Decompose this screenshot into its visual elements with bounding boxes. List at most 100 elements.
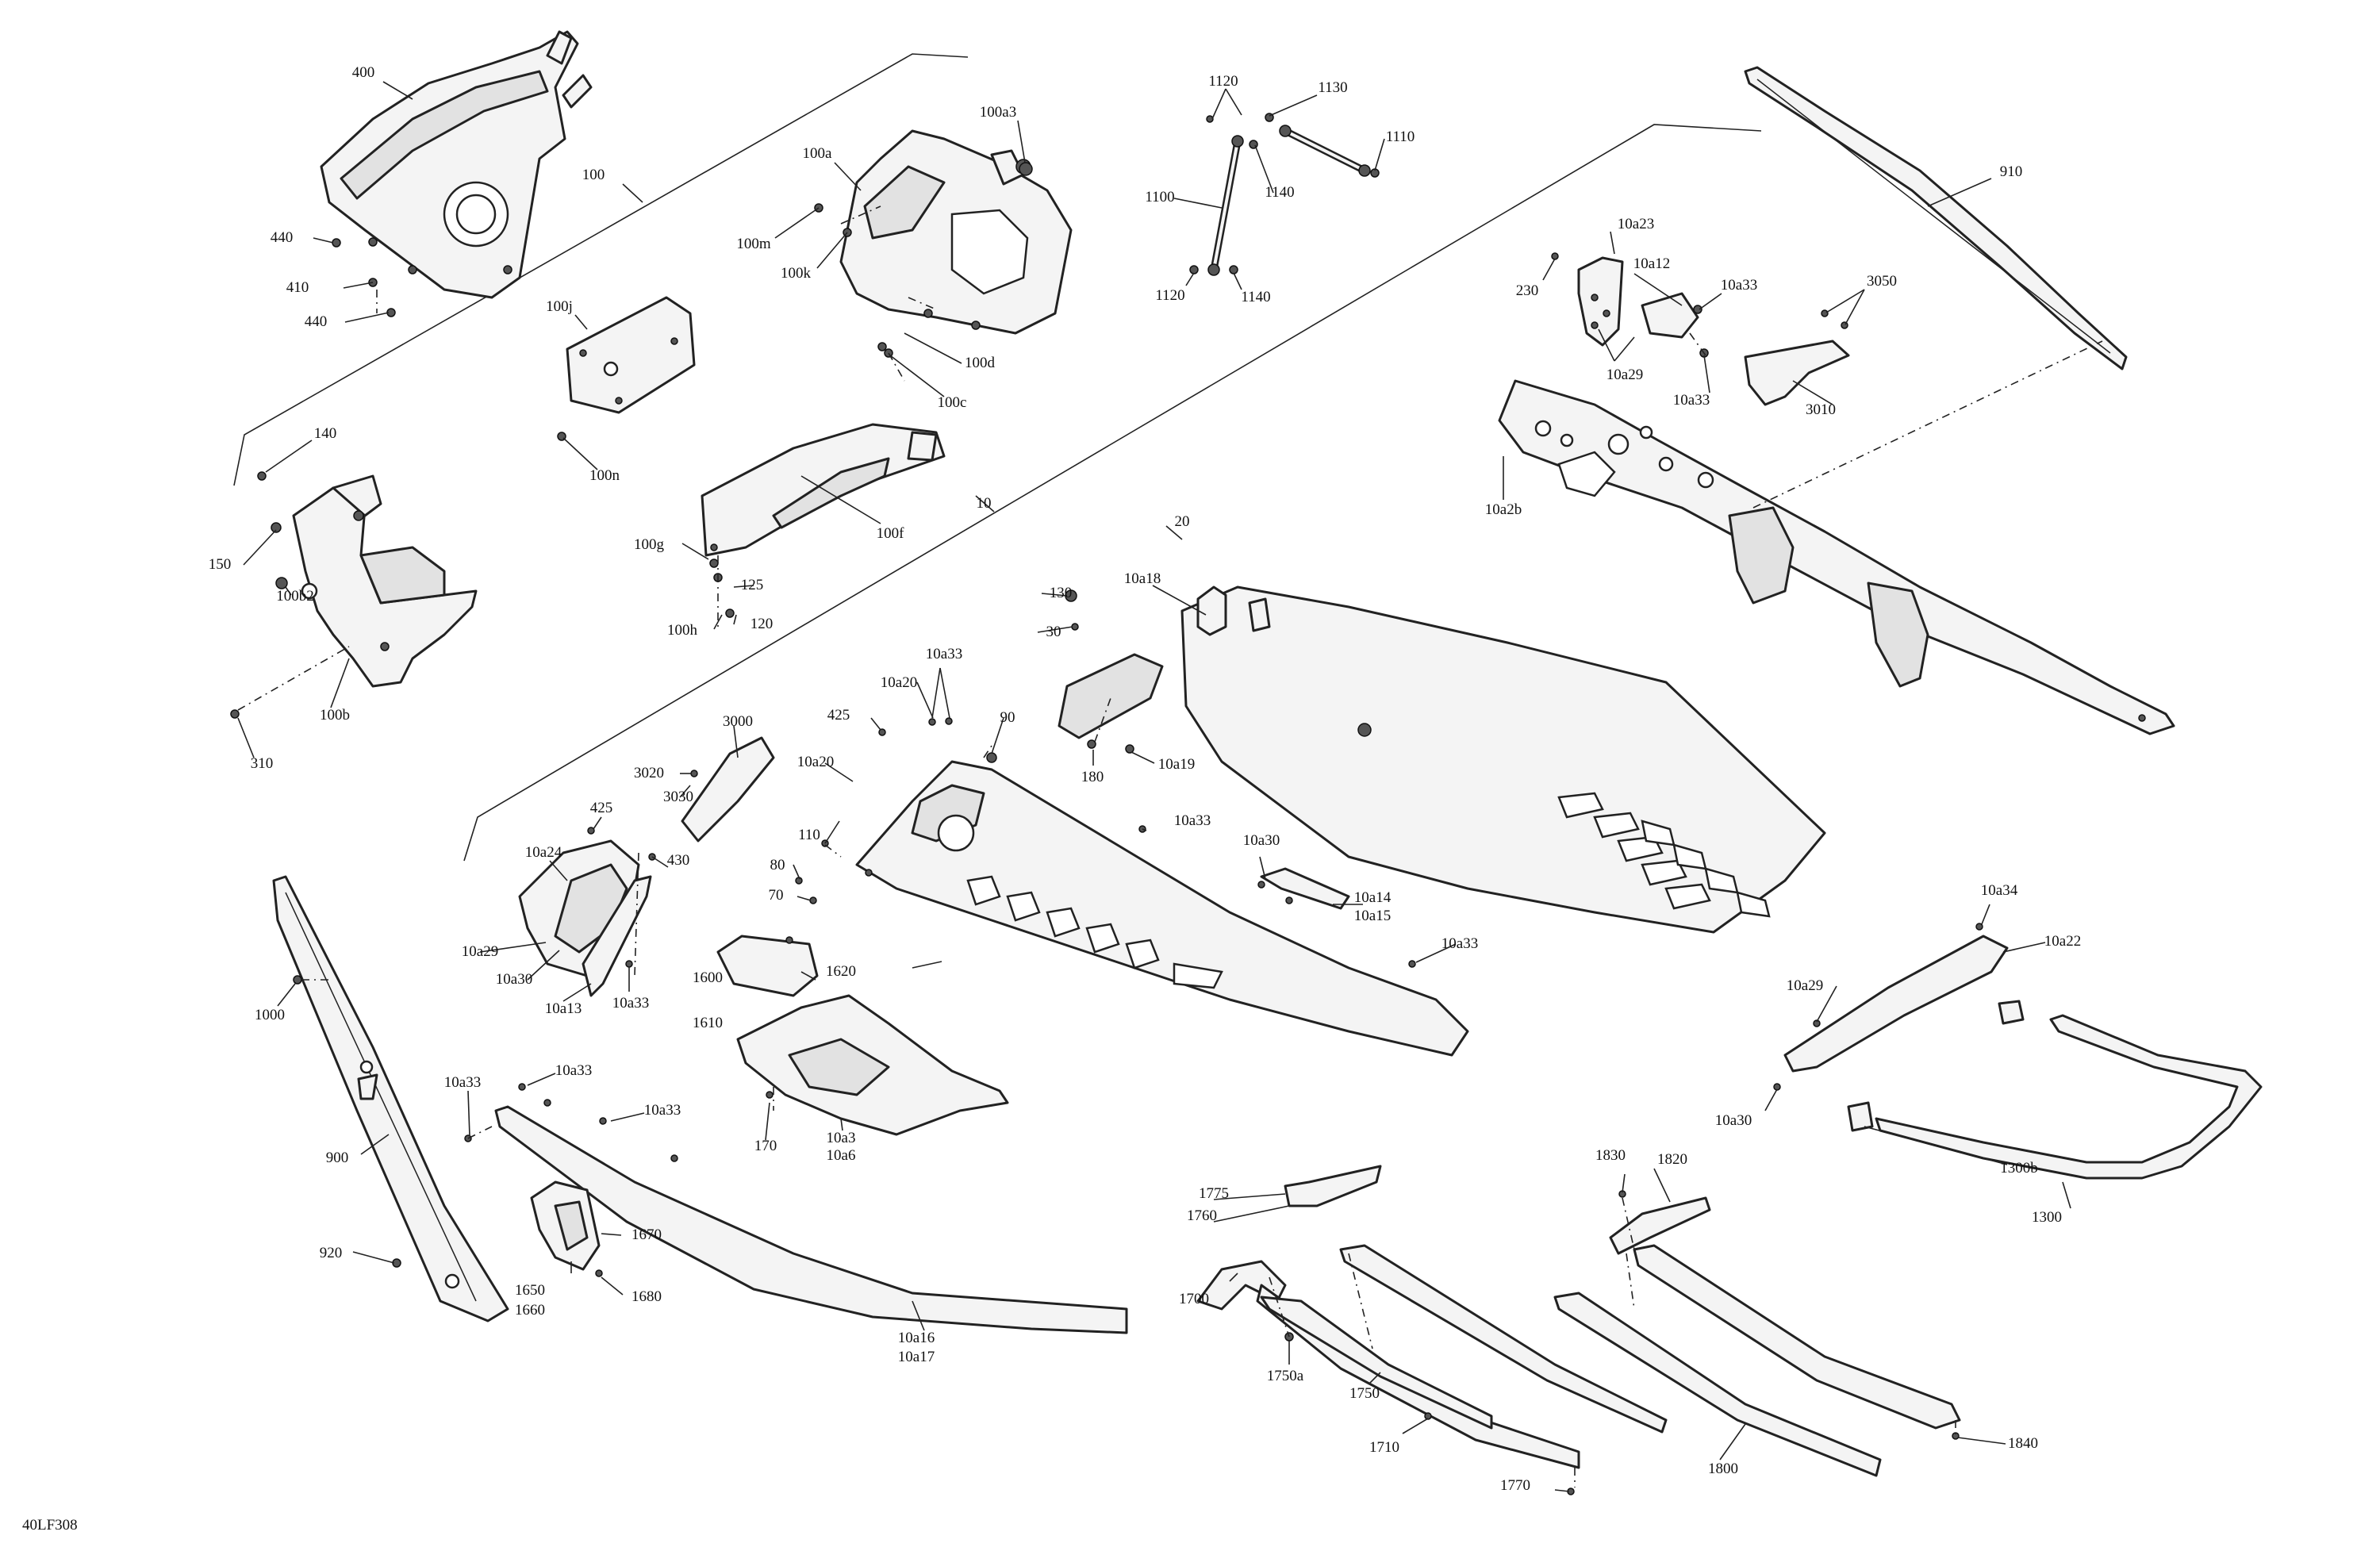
callout-label: 1120 [1208,73,1238,90]
callout-label: 140 [314,425,337,442]
callout-label: 10a34 [1981,882,2018,899]
wall-cutouts [966,875,1223,989]
callout-label: 10a33 [926,646,962,662]
callout-label: 10a33 [1673,392,1710,409]
callout-label: 100k [781,265,812,282]
bracket-3000 [681,736,775,843]
callout-label: 10a24 [525,844,562,861]
callout-label: 10a33 [612,995,649,1012]
callout-label: 1770 [1500,1477,1530,1494]
running-boards [1196,1165,1961,1477]
callout-label: 100n [589,467,620,484]
callout-label: 100b [320,707,350,724]
callout-label: 900 [326,1150,349,1166]
steering-links [1207,125,1371,276]
footrest-1650 [530,1180,601,1271]
skid-plate-10a3 [736,994,1009,1136]
callout-label: 425 [827,707,850,724]
callout-label: 10a12 [1633,255,1670,272]
callout-label: 100b2 [276,588,314,605]
assembly-lines [237,205,2103,1488]
callout-label: 100m [736,236,771,252]
callout-label: 1300 [2032,1209,2062,1226]
callout-label: 100a [803,145,833,162]
callout-label: 70 [769,887,784,904]
bracket-10a14 [1260,867,1350,910]
callout-label: 1840 [2008,1435,2038,1452]
callout-label: 1670 [631,1226,662,1243]
callout-label: 170 [754,1138,777,1154]
callout-label: 100 [582,167,605,183]
callout-labels: 400100100a3100a100m100k440410440100j100d… [209,64,2081,1494]
support-100 [839,129,1073,335]
callout-label: 3030 [663,789,693,805]
callout-label: 3020 [634,765,664,781]
callout-label: 10a16 [898,1330,935,1346]
brackets-10a23 [1577,256,1850,406]
front-column-400 [320,30,593,299]
tunnel-cutouts [1557,792,1771,918]
callout-label: 10a33 [555,1062,592,1079]
running-board-10a16 [494,1105,1128,1334]
side-wall-10a20 [855,760,1469,1057]
callout-label: 1760 [1187,1207,1217,1224]
callout-label: 440 [271,229,294,246]
callout-label: 120 [750,616,774,632]
callout-label: 1700 [1179,1291,1209,1307]
diagram-code: 40LF308 [22,1517,78,1534]
callout-label: 1820 [1657,1151,1687,1168]
callout-label: 1800 [1708,1461,1738,1477]
callout-label: 310 [251,755,274,772]
callout-label: 20 [1175,513,1190,530]
callout-label: 3010 [1806,401,1836,418]
callout-label: 1660 [515,1302,545,1319]
callout-label: 230 [1516,282,1539,299]
callout-label: 10a14 [1354,889,1392,906]
callout-label: 30 [1046,624,1061,640]
callout-label: 10a29 [462,943,498,960]
callout-label: 10a33 [1174,812,1211,829]
callout-label: 10a15 [1354,908,1391,924]
callout-label: 100j [546,298,573,315]
callout-label: 1130 [1318,79,1347,96]
leader-lines [237,81,2071,1492]
footrest-10a24 [518,839,652,997]
section-separators [233,53,1762,862]
callout-label: 150 [209,556,232,573]
callout-label: 125 [741,577,764,593]
rear-bracket-10a22 [1783,935,2025,1073]
callout-label: 1680 [631,1288,662,1305]
callout-label: 10a33 [644,1102,681,1119]
callout-label: 440 [305,313,328,330]
callout-label: 1120 [1155,287,1184,304]
callout-label: 10a20 [797,754,834,770]
callout-label: 10a17 [898,1349,935,1365]
callout-label: 10a20 [881,674,917,691]
callout-label: 1110 [1386,129,1415,145]
callout-label: 10a30 [1715,1112,1752,1129]
callout-label: 100a3 [980,104,1016,121]
bracket-100f [701,423,946,557]
callout-label: 10a22 [2044,933,2081,950]
callout-label: 1600 [693,969,723,986]
callout-label: 1610 [693,1015,723,1031]
callout-label: 910 [2000,163,2023,180]
callout-label: 10a29 [1787,977,1823,994]
callout-label: 425 [590,800,613,816]
callout-label: 100f [877,525,905,542]
callout-label: 100d [965,355,996,371]
rail-910 [1744,66,2128,370]
callout-label: 180 [1081,769,1104,785]
callout-label: 10a13 [545,1000,582,1017]
plate-100j [566,296,696,414]
callout-label: 1710 [1369,1439,1399,1456]
callout-label: 1140 [1241,289,1270,305]
callout-label: 1750a [1267,1368,1304,1384]
callout-label: 1100 [1145,189,1174,205]
callout-label: 10a33 [1721,277,1757,294]
callout-label: 80 [770,857,785,873]
bracket-1600 [716,935,819,997]
side-wall-10a2b [1498,379,2175,735]
